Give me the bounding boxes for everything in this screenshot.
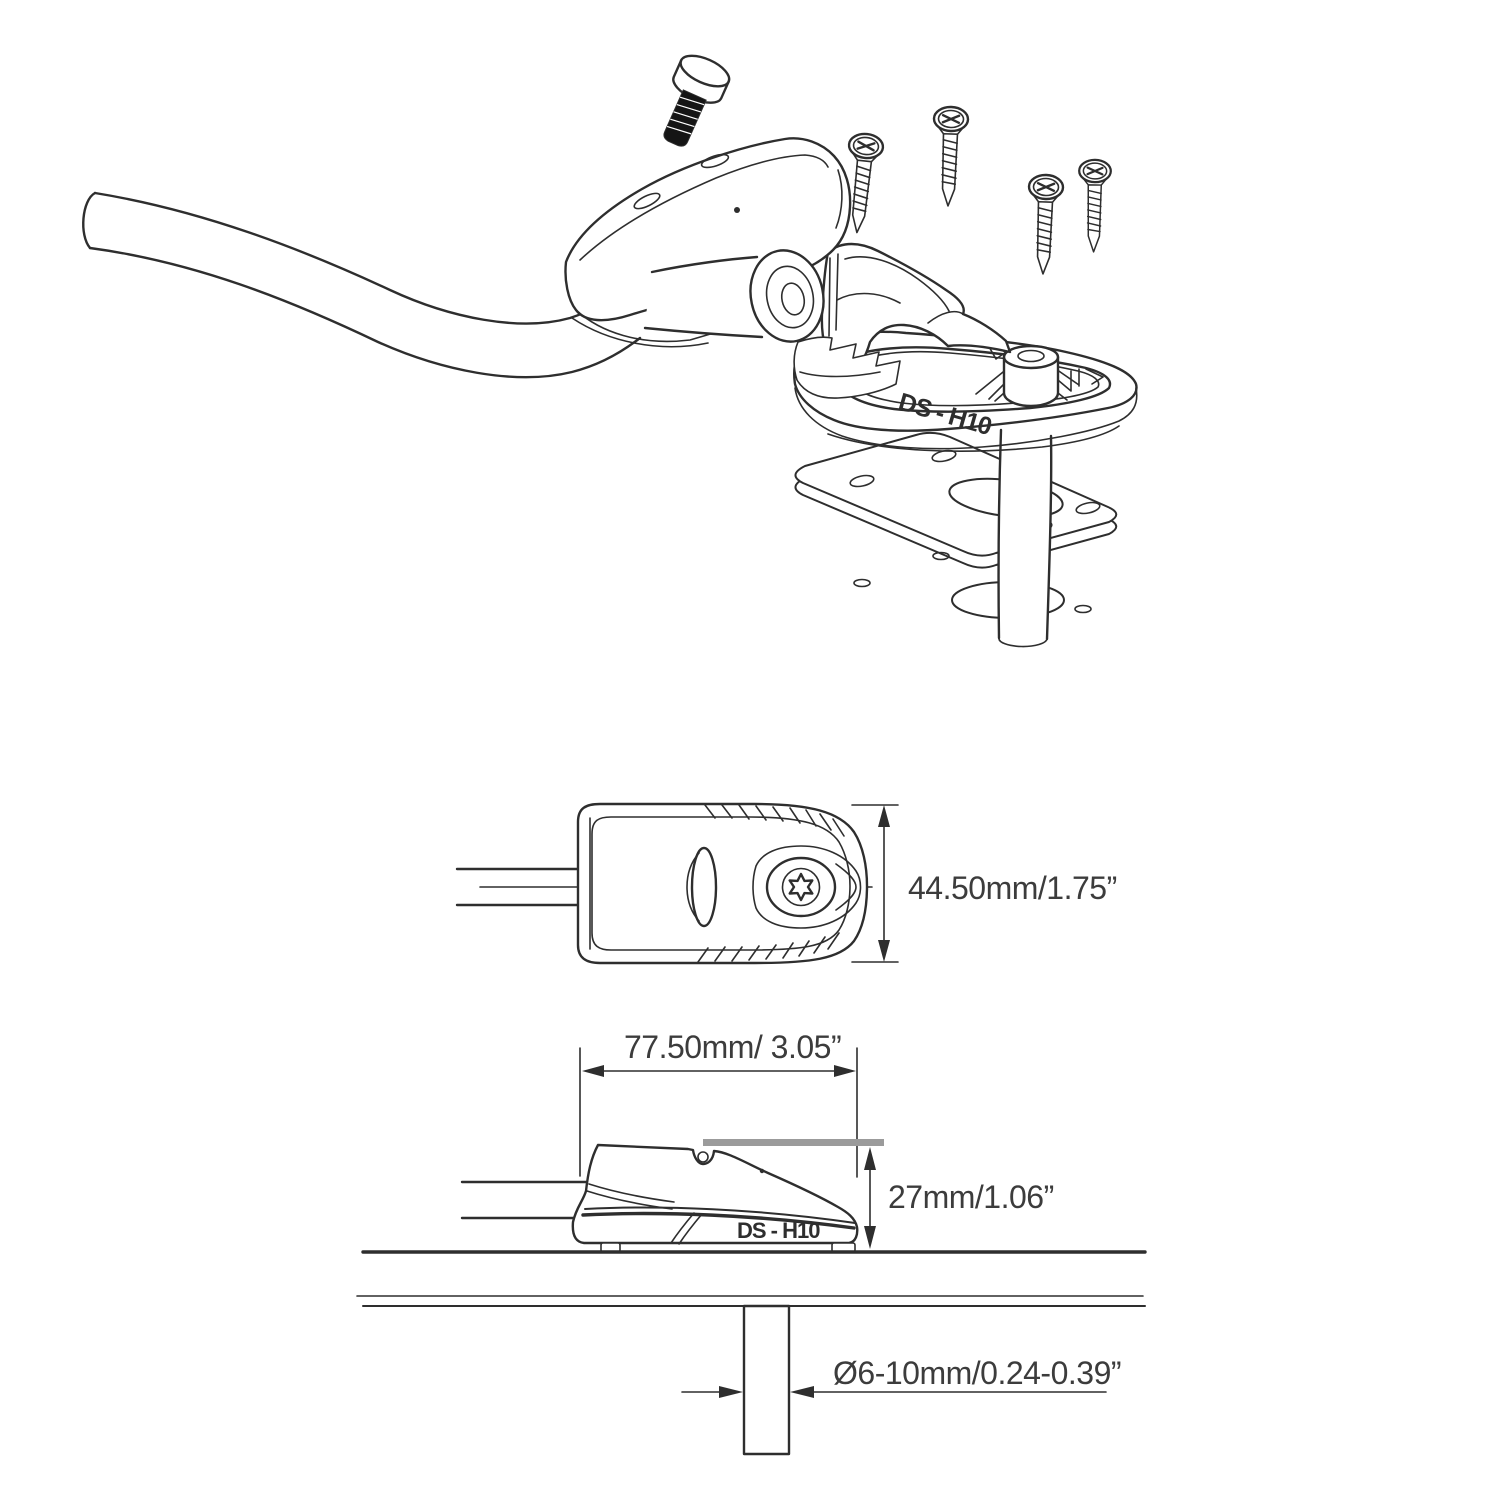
mounting-bolt: [663, 54, 731, 147]
hinge-serrations: [793, 336, 901, 399]
height-reference-bar: [703, 1139, 884, 1146]
side-view-cable: [460, 1180, 588, 1220]
top-view-height-dimension: 44.50mm/1.75”: [851, 804, 1117, 963]
mounting-screw-3: [1024, 173, 1065, 276]
side-view: 77.50mm/ 3.05” 27mm/1.06” DS - H10: [356, 1029, 1147, 1456]
dimension-label-44mm: 44.50mm/1.75”: [908, 870, 1117, 906]
exploded-view: DS - H10: [82, 54, 1138, 648]
top-view: 44.50mm/1.75”: [455, 802, 1117, 965]
torx-screw-icon: [788, 872, 814, 902]
side-view-height-dimension: 27mm/1.06”: [864, 1147, 1054, 1249]
gasket-plate: [794, 431, 1118, 569]
side-view-width-dimension: 77.50mm/ 3.05”: [579, 1029, 858, 1178]
top-view-cable: [455, 867, 580, 907]
dimension-label-27mm: 27mm/1.06”: [888, 1179, 1054, 1215]
drill-hole-tube: [742, 1304, 791, 1456]
side-view-body: DS - H10: [571, 1143, 859, 1253]
top-view-hatching: [697, 804, 845, 963]
cable-slot: [686, 846, 718, 928]
skirt-boss: [994, 344, 1068, 408]
deck-cross-section: [356, 1295, 1146, 1456]
dimension-label-hole: Ø6-10mm/0.24-0.39”: [833, 1355, 1121, 1391]
mounting-screw-2: [929, 105, 970, 208]
cable-tube: [997, 428, 1053, 648]
drill-hole-dimension: Ø6-10mm/0.24-0.39”: [681, 1355, 1122, 1398]
ball-joint: [643, 249, 825, 343]
top-view-body: [576, 802, 869, 965]
mounting-screw-4: [1076, 158, 1113, 254]
base-skirt: DS - H10: [793, 330, 1138, 452]
cover-screw: [752, 845, 862, 929]
dimension-label-77mm: 77.50mm/ 3.05”: [624, 1029, 841, 1065]
model-label-side: DS - H10: [737, 1218, 820, 1243]
cable: [82, 191, 642, 379]
